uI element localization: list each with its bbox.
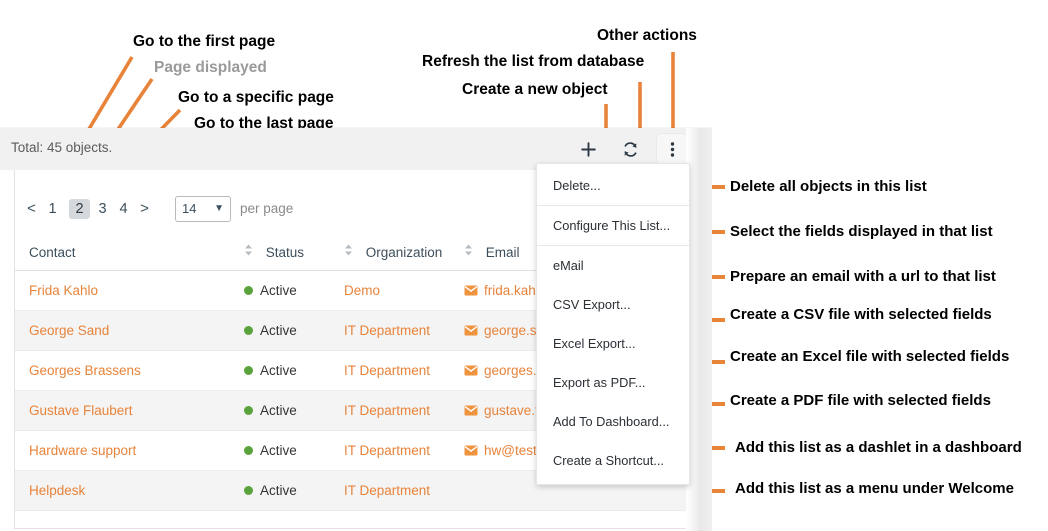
status-label: Active (260, 443, 297, 458)
email-icon (464, 284, 478, 296)
status-dot-icon (244, 446, 253, 455)
cell-contact[interactable]: Frida Kahlo (29, 283, 99, 298)
status-label: Active (260, 483, 297, 498)
pagination-page-2-current[interactable]: 2 (69, 198, 90, 219)
annotation-excel-note: Create an Excel file with selected field… (730, 348, 1010, 365)
sort-icon-email[interactable] (464, 244, 473, 259)
annotation-pdf-note: Create a PDF file with selected fields (730, 392, 991, 409)
column-header-contact[interactable]: Contact (15, 236, 244, 271)
vertical-dots-icon[interactable] (657, 134, 687, 164)
column-label-contact: Contact (29, 244, 76, 260)
cell-organization[interactable]: IT Department (344, 363, 431, 378)
menu-item-csv-export[interactable]: CSV Export... (553, 297, 631, 312)
annotation-last-page: Go to the last page (194, 115, 334, 132)
pagination-page-3[interactable]: 3 (98, 200, 107, 217)
menu-item-excel-export[interactable]: Excel Export... (553, 336, 636, 351)
panel-right-edge-fade (686, 128, 712, 531)
cell-organization[interactable]: IT Department (344, 403, 431, 418)
annotation-configure-note: Select the fields displayed in that list (730, 223, 993, 240)
cell-status: Active (244, 311, 344, 351)
cell-contact[interactable]: Helpdesk (29, 483, 86, 498)
menu-item-delete[interactable]: Delete... (537, 166, 689, 206)
status-label: Active (260, 403, 297, 418)
cell-status: Active (244, 351, 344, 391)
status-dot-icon (244, 286, 253, 295)
status-label: Active (260, 323, 297, 338)
status-dot-icon (244, 486, 253, 495)
annotation-csv-note: Create a CSV file with selected fields (730, 306, 992, 323)
cell-contact[interactable]: Hardware support (29, 443, 137, 458)
chevron-down-icon: ▼ (214, 203, 224, 214)
annotation-email-note: Prepare an email with a url to that list (730, 268, 996, 285)
total-objects-label: Total: 45 objects. (11, 140, 113, 155)
cell-contact[interactable]: Georges Brassens (29, 363, 141, 378)
cell-organization[interactable]: IT Department (344, 483, 431, 498)
sort-icon-organization[interactable] (344, 244, 353, 259)
annotation-other-actions: Other actions (597, 27, 697, 44)
status-label: Active (260, 283, 297, 298)
annotation-page-displayed: Page displayed (154, 59, 267, 76)
cell-contact[interactable]: George Sand (29, 323, 110, 338)
menu-item-create-a-shortcut[interactable]: Create a Shortcut... (553, 453, 664, 468)
pagination-page-1[interactable]: 1 (48, 200, 57, 217)
pagination-bar: < 1 2 3 4 > 14 ▼ per page (15, 181, 699, 236)
column-header-status[interactable]: Status (244, 236, 344, 271)
cell-status: Active (244, 271, 344, 311)
cell-contact[interactable]: Gustave Flaubert (29, 403, 133, 418)
cell-organization[interactable]: Demo (344, 283, 381, 298)
cell-organization[interactable]: IT Department (344, 443, 431, 458)
column-label-email: Email (485, 245, 520, 260)
status-dot-icon (244, 326, 253, 335)
email-icon (464, 364, 478, 376)
menu-item-configure-this-list[interactable]: Configure This List... (537, 206, 689, 246)
status-label: Active (260, 363, 297, 378)
menu-item-export-as-pdf[interactable]: Export as PDF... (553, 375, 646, 390)
panel-toolbar (573, 131, 687, 167)
column-label-organization: Organization (365, 245, 443, 260)
menu-item-add-to-dashboard[interactable]: Add To Dashboard... (553, 414, 670, 429)
email-icon (464, 444, 478, 456)
email-icon (464, 324, 478, 336)
pagination-next[interactable]: > (140, 200, 149, 217)
annotation-delete-note: Delete all objects in this list (730, 178, 927, 195)
status-dot-icon (244, 406, 253, 415)
per-page-select[interactable]: 14 ▼ (175, 195, 231, 222)
annotation-refresh-list: Refresh the list from database (422, 53, 645, 70)
email-icon (464, 404, 478, 416)
plus-icon[interactable] (573, 134, 603, 164)
sort-icon-status[interactable] (244, 244, 253, 259)
menu-item-email[interactable]: eMail (553, 258, 584, 273)
column-label-status: Status (265, 245, 305, 260)
cell-status: Active (244, 431, 344, 471)
annotation-first-page: Go to the first page (133, 33, 276, 50)
annotation-create-object: Create a new object (462, 81, 608, 98)
annotation-specific-page: Go to a specific page (178, 89, 334, 106)
refresh-icon[interactable] (615, 134, 645, 164)
per-page-label: per page (240, 201, 294, 216)
annotation-dashboard-note: Add this list as a dashlet in a dashboar… (735, 439, 1022, 456)
cell-organization[interactable]: IT Department (344, 323, 431, 338)
pagination-page-4[interactable]: 4 (119, 200, 128, 217)
cell-status: Active (244, 471, 344, 511)
annotation-shortcut-note: Add this list as a menu under Welcome (735, 480, 1014, 497)
per-page-value: 14 (182, 201, 197, 216)
status-dot-icon (244, 366, 253, 375)
pagination-prev[interactable]: < (27, 200, 36, 217)
cell-status: Active (244, 391, 344, 431)
column-header-organization[interactable]: Organization (344, 236, 464, 271)
